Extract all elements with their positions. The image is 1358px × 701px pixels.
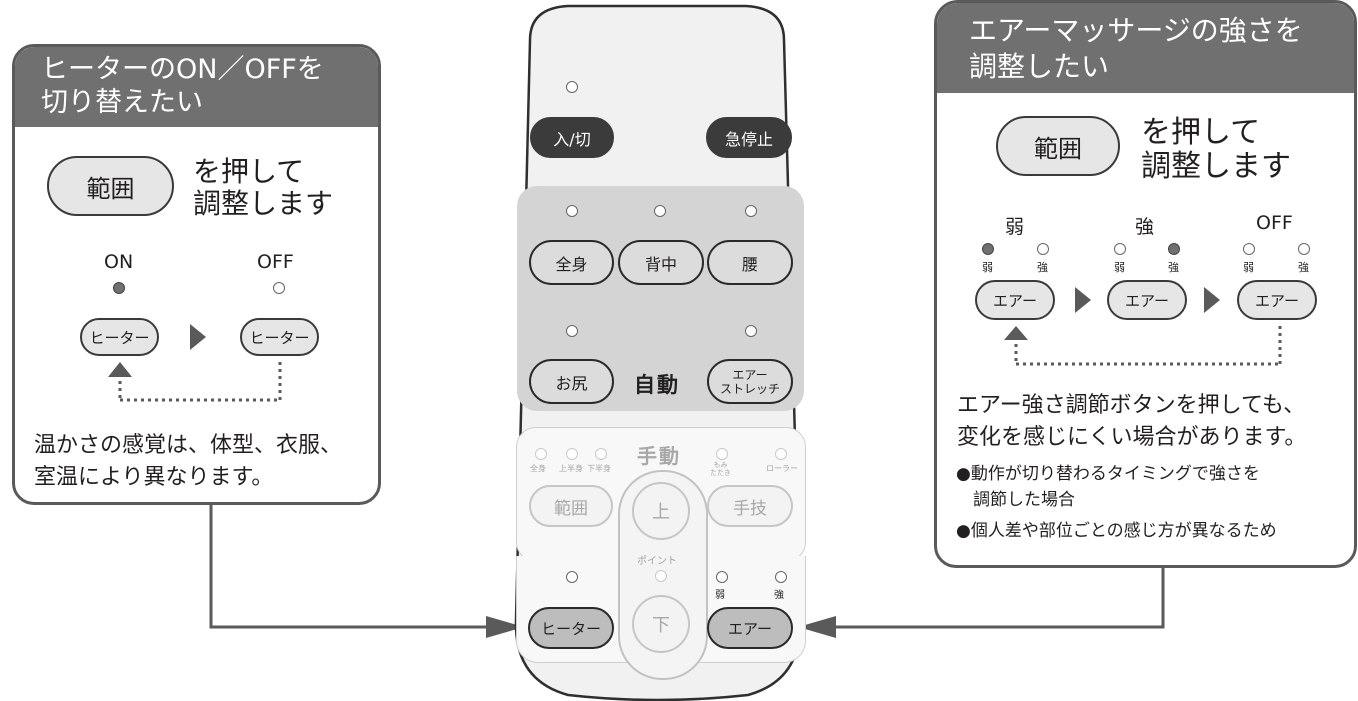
air-button[interactable]: エアー	[707, 607, 793, 649]
led-weak-icon	[982, 243, 994, 255]
manual-led-lower-label: 下半身	[587, 464, 611, 473]
down-button[interactable]: 下	[632, 595, 690, 653]
air-note: エアー強さ調節ボタンを押しても、 変化を感じにくい場合があります。	[957, 393, 1307, 450]
air-label: エアー	[727, 619, 773, 638]
heater-button[interactable]: ヒーター	[528, 607, 614, 649]
heater-note: 温かさの感覚は、体型、衣服、 室温により異なります。	[34, 433, 343, 490]
range-label: 範囲	[554, 498, 588, 519]
range-button[interactable]: 範囲	[529, 485, 613, 527]
heater-instruction: を押して 調整します	[193, 155, 334, 220]
up-label: 上	[652, 502, 670, 523]
power-led-icon	[566, 81, 578, 93]
auto-led-icon	[654, 205, 666, 217]
cycle-loop-icon	[108, 361, 282, 402]
technique-button[interactable]: 手技	[707, 485, 793, 527]
air-button-label: エアー	[992, 291, 1038, 310]
air-bullet-individual: ●個人差や部位ごとの感じ方が異なるため	[956, 521, 1277, 541]
technique-label: 手技	[733, 498, 767, 519]
led-strong-label: 強	[1298, 261, 1309, 274]
momi-tataki-label: もみ たたき	[710, 461, 731, 477]
air-bullet-timing: ●動作が切り替わるタイミングで強さを 調節した場合	[956, 464, 1260, 510]
heater-button-on: ヒーター	[80, 318, 159, 356]
led-strong-label: 強	[1037, 261, 1048, 274]
up-button[interactable]: 上	[632, 482, 690, 540]
led-strong-icon	[1037, 243, 1049, 255]
manual-led-whole-body-label: 全身	[530, 464, 546, 473]
air-weak-led-icon	[716, 571, 728, 583]
led-off-icon	[273, 282, 285, 294]
led-strong-label: 強	[1168, 261, 1179, 274]
range-button-illustration: 範囲	[47, 156, 174, 216]
air-button-label: エアー	[1254, 291, 1300, 310]
range-button-label: 範囲	[86, 174, 135, 203]
back-label: 背中	[644, 254, 677, 274]
manual-led-upper-label: 上半身	[559, 464, 583, 473]
auto-led-icon	[566, 205, 578, 217]
air-button-strong: エアー	[1107, 280, 1187, 320]
led-weak-label: 弱	[982, 261, 993, 274]
led-weak-label: 弱	[1114, 261, 1125, 274]
manual-led-icon	[595, 448, 607, 460]
heater-button-off: ヒーター	[240, 318, 319, 356]
point-led-icon	[655, 570, 667, 582]
heater-label: ヒーター	[540, 619, 601, 638]
air-button-weak: エアー	[975, 280, 1055, 320]
waist-label: 腰	[741, 254, 758, 274]
heater-led-icon	[566, 571, 578, 583]
led-on-icon	[113, 282, 125, 294]
air-button-off: エアー	[1237, 280, 1317, 320]
air-strong-led-icon	[775, 571, 787, 583]
led-weak-label: 弱	[1243, 261, 1254, 274]
auto-label: 自動	[634, 373, 680, 397]
air-button-label: エアー	[1124, 291, 1170, 310]
air-weak-label: 弱	[715, 590, 725, 601]
next-arrow-icon	[1075, 287, 1091, 313]
whole-body-button[interactable]: 全身	[529, 240, 614, 285]
waist-button[interactable]: 腰	[707, 240, 793, 285]
air-stretch-button[interactable]: エアー ストレッチ	[707, 359, 793, 404]
power-button[interactable]: 入/切	[530, 117, 614, 158]
down-label: 下	[652, 615, 670, 636]
state-on-label: ON	[104, 251, 134, 273]
emergency-stop-label: 急停止	[724, 129, 773, 149]
cycle-loop-icon	[1004, 326, 1282, 366]
next-arrow-icon	[190, 324, 206, 350]
range-button-illustration: 範囲	[996, 116, 1120, 176]
point-label: ポイント	[637, 556, 677, 567]
level-weak-label: 弱	[1005, 216, 1025, 238]
level-strong-label: 強	[1135, 216, 1155, 238]
air-strong-label: 強	[774, 590, 784, 601]
next-arrow-icon	[1204, 287, 1220, 313]
roller-led-icon	[775, 448, 787, 460]
back-button[interactable]: 背中	[618, 240, 704, 285]
heater-button-label: ヒーター	[249, 328, 310, 347]
power-label: 入/切	[553, 129, 591, 149]
heater-callout: ヒーターのON／OFFを 切り替えたい	[12, 44, 381, 505]
air-stretch-label: エアー ストレッチ	[719, 367, 780, 396]
heater-callout-title: ヒーターのON／OFFを 切り替えたい	[15, 47, 378, 127]
whole-body-label: 全身	[555, 254, 588, 274]
auto-led-icon	[745, 205, 757, 217]
led-weak-icon	[1243, 243, 1255, 255]
led-strong-icon	[1298, 243, 1310, 255]
auto-led-icon	[566, 325, 578, 337]
heater-button-label: ヒーター	[89, 328, 150, 347]
roller-label: ローラー	[766, 464, 798, 473]
range-button-label: 範囲	[1034, 134, 1082, 163]
manual-led-icon	[535, 448, 547, 460]
emergency-stop-button[interactable]: 急停止	[706, 117, 792, 158]
hips-button[interactable]: お尻	[529, 359, 614, 404]
manual-led-icon	[566, 448, 578, 460]
state-off-label: OFF	[257, 251, 294, 273]
momi-led-icon	[716, 448, 728, 460]
air-instruction: を押して 調整します	[1141, 115, 1291, 184]
level-off-label: OFF	[1256, 212, 1293, 234]
manual-label: 手動	[637, 444, 681, 468]
led-weak-icon	[1114, 243, 1126, 255]
auto-led-icon	[745, 325, 757, 337]
led-strong-icon	[1168, 243, 1180, 255]
hips-label: お尻	[555, 373, 588, 393]
air-callout-title: エアーマッサージの強さを 調整したい	[937, 3, 1354, 93]
